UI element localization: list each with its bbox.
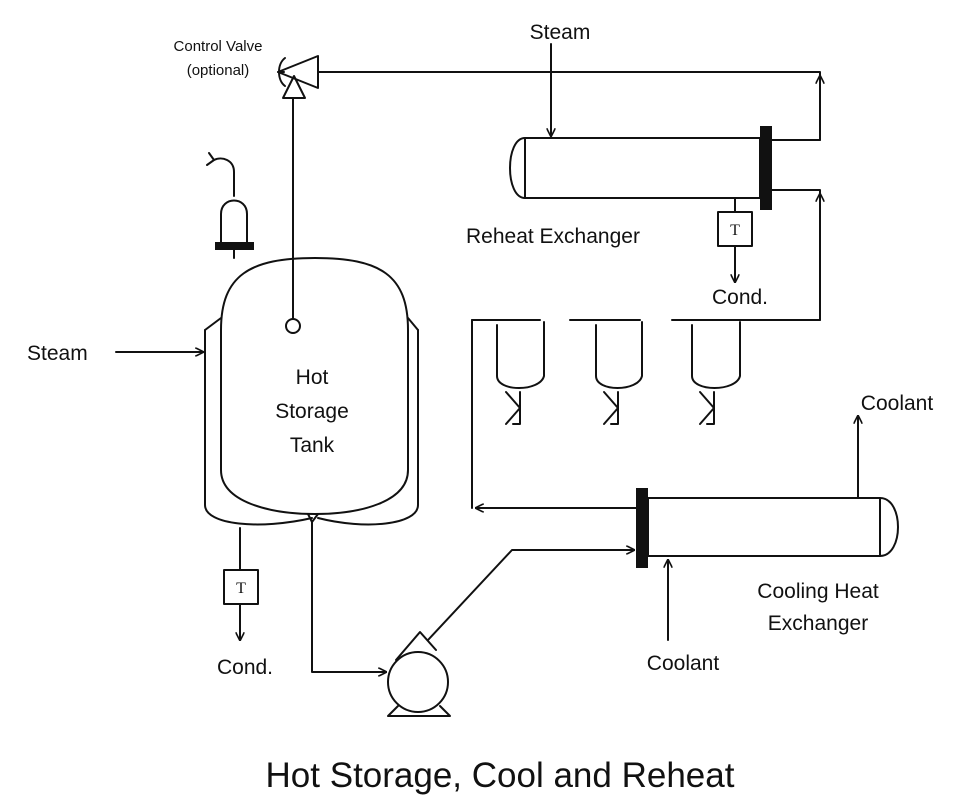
reheat-condensate-label: Cond. — [712, 286, 768, 309]
tank-condensate-label: Cond. — [217, 656, 273, 679]
reheat-tubesheet — [760, 126, 772, 210]
reheat-exchanger — [509, 126, 821, 321]
vent-fitting — [206, 152, 254, 259]
tank-condensate-line — [223, 527, 259, 641]
pump-discharge-line — [427, 550, 635, 641]
recirculation-line — [317, 71, 821, 141]
cooling-heat-exchanger — [636, 488, 899, 568]
process-pockets — [471, 319, 741, 425]
cooling-hx-label-line2: Exchanger — [768, 612, 868, 635]
cooling-tubesheet — [636, 488, 648, 568]
reheat-exchanger-label: Reheat Exchanger — [466, 225, 640, 248]
trap-lower-label: T — [236, 580, 246, 597]
coolant-inlet-label: Coolant — [647, 652, 720, 675]
reheat-steam-label: Steam — [530, 21, 591, 44]
control-valve-optional-label: (optional) — [187, 62, 250, 79]
dip-tube-opening — [285, 318, 301, 334]
tank-label-line1: Hot — [296, 366, 329, 389]
control-valve — [277, 55, 319, 99]
hot-storage-tank — [204, 257, 419, 526]
diagram-title: Hot Storage, Cool and Reheat — [266, 756, 735, 795]
coolant-outlet-label: Coolant — [861, 392, 934, 415]
tank-steam-label: Steam — [27, 342, 88, 365]
pump-suction-line — [311, 521, 387, 672]
tank-label-line2: Storage — [275, 400, 349, 423]
tank-label-line3: Tank — [290, 434, 335, 457]
trap-upper-label: T — [730, 222, 740, 239]
reheat-condensate-line — [717, 197, 753, 283]
control-valve-label: Control Valve — [174, 38, 263, 55]
cooling-hx-label-line1: Cooling Heat — [757, 580, 879, 603]
pump — [387, 631, 451, 717]
